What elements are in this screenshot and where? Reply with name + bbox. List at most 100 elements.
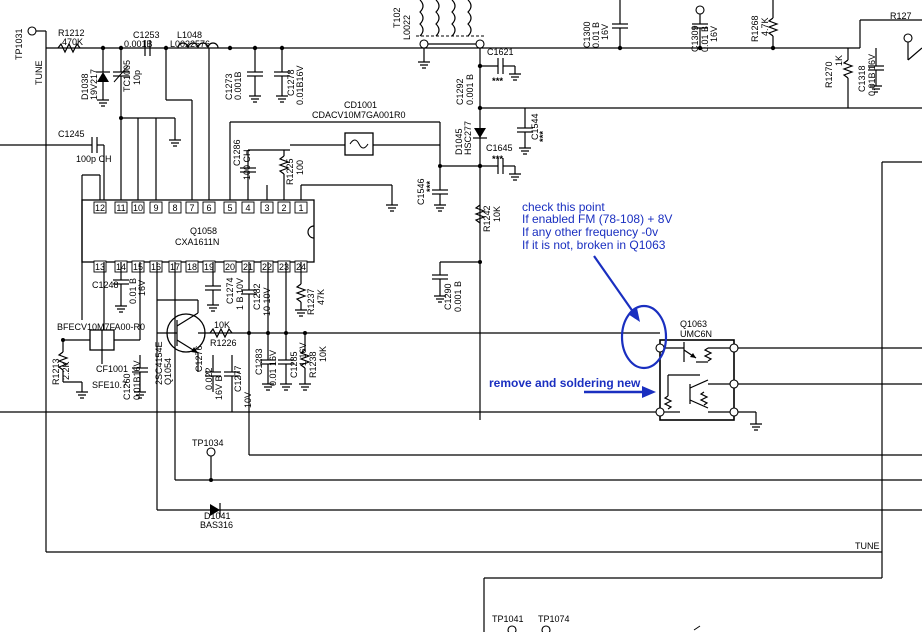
ic-pin-top-2: 2 — [281, 203, 286, 213]
tp1031-group: TP1031 TUNE — [14, 26, 46, 86]
ic-pin-top-box-6 — [202, 201, 216, 214]
svg-text:C1248: C1248 — [92, 280, 119, 290]
svg-text:TP1074: TP1074 — [538, 614, 570, 624]
ic-ref: Q1058 — [190, 226, 217, 236]
svg-text:R1226: R1226 — [210, 338, 237, 348]
svg-text:16V: 16V — [709, 26, 719, 42]
svg-text:Q1054: Q1054 — [163, 358, 173, 385]
annotation-remove: remove and soldering new — [489, 376, 656, 398]
svg-text:C1245: C1245 — [58, 129, 85, 139]
ic-pin-top-box-10 — [131, 201, 145, 214]
capacitor-c1273: C1273 0.001B — [224, 48, 263, 103]
svg-text:R1213: R1213 — [51, 358, 61, 385]
svg-text:C1621: C1621 — [487, 47, 514, 57]
svg-text:CF1001: CF1001 — [96, 364, 128, 374]
ic-pin-top-7: 7 — [189, 203, 194, 213]
svg-text:C1546: C1546 — [416, 178, 426, 205]
svg-text:R1212: R1212 — [58, 28, 85, 38]
svg-text:C1645: C1645 — [486, 143, 513, 153]
svg-text:19V217: 19V217 — [89, 69, 99, 100]
test-point-tp1034 — [206, 447, 216, 457]
svg-text:100p CH: 100p CH — [76, 154, 112, 164]
diode-d1045: D1045 HSC277 — [454, 121, 487, 155]
capacitor-c1300: C1300 0.01 B 16V — [582, 0, 628, 48]
transistor-q1054: 2SC4154E Q1054 — [154, 262, 206, 510]
capacitor-c1253: C1253 0.001B — [124, 30, 160, 56]
svg-text:CDACV10M7GA001R0: CDACV10M7GA001R0 — [312, 110, 406, 120]
ic-pin-top-box-8 — [168, 201, 182, 214]
ic-pin-top-12: 12 — [95, 203, 105, 213]
svg-text:1 B 10V: 1 B 10V — [235, 278, 245, 310]
tune-label-left: TUNE — [34, 61, 44, 86]
resistor-r1225: R1225 100 — [278, 150, 305, 200]
resistor-r1238: R1238 10K — [299, 333, 328, 391]
svg-text:0.022: 0.022 — [204, 367, 214, 390]
check-note-line3: If any other frequency -0v — [522, 225, 658, 239]
capacitor-c1274: C1274 1 B 10V — [205, 262, 245, 312]
resistor-r1226: 10K R1226 — [209, 320, 237, 348]
ic-pin-bottom-22: 22 — [262, 262, 272, 272]
ic-pin-top-box-11 — [114, 201, 128, 214]
capacitor-c1546: C1546 *** — [416, 178, 448, 212]
check-note-line2: If enabled FM (78-108) + 8V — [522, 212, 672, 226]
resistor-r1270: R1270 1K — [824, 48, 854, 108]
svg-text:SFE10.7: SFE10.7 — [92, 380, 127, 390]
svg-text:0.01 B: 0.01 B — [591, 22, 601, 48]
svg-text:T102: T102 — [392, 7, 402, 28]
ic-pin-top-box-12 — [93, 201, 107, 214]
ic-pin-bottom-box-23 — [277, 260, 291, 273]
svg-text:16V B: 16V B — [214, 375, 224, 400]
svg-text:L0022576: L0022576 — [170, 39, 210, 49]
ic-pin-top-5: 5 — [227, 203, 232, 213]
svg-text:R1270: R1270 — [824, 61, 834, 88]
ic-pin-bottom-16: 16 — [151, 262, 161, 272]
svg-text:C1283: C1283 — [254, 348, 264, 375]
svg-text:C1253: C1253 — [133, 30, 160, 40]
svg-text:0.01 16V: 0.01 16V — [268, 350, 278, 386]
svg-text:10V: 10V — [243, 392, 253, 408]
svg-text:***: *** — [538, 131, 549, 142]
svg-text:C1292: C1292 — [455, 78, 465, 105]
svg-text:***: *** — [425, 181, 436, 192]
svg-text:1K: 1K — [834, 55, 844, 66]
ic-pin-top-box-3 — [260, 201, 274, 214]
svg-text:C1274: C1274 — [225, 277, 235, 304]
svg-text:0.001B: 0.001B — [233, 71, 243, 100]
svg-text:C1276: C1276 — [194, 345, 204, 372]
capacitor-c1276: C1276 0.022 16V B — [194, 345, 224, 400]
svg-text:R127: R127 — [890, 11, 912, 21]
ic-pin-top-8: 8 — [172, 203, 177, 213]
svg-text:10p: 10p — [132, 70, 142, 85]
svg-text:0.001B: 0.001B — [124, 39, 153, 49]
svg-text:C1285: C1285 — [289, 351, 299, 378]
tp1034-group: TP1034 — [192, 438, 224, 480]
ic-pin-top-box-7 — [185, 201, 199, 214]
svg-text:R1238: R1238 — [308, 351, 318, 378]
capacitor-c1645: C1645 *** — [480, 143, 521, 181]
ic-pin-bottom-box-20 — [223, 260, 237, 273]
check-note-line4: If it is not, broken in Q1063 — [522, 238, 666, 252]
svg-text:47K: 47K — [316, 289, 326, 305]
ic-pin-top-3: 3 — [264, 203, 269, 213]
svg-text:***: *** — [492, 76, 503, 87]
svg-text:C1286: C1286 — [232, 139, 242, 166]
capacitor-c1277: C1277 10V — [224, 355, 253, 408]
ic-pin-top-4: 4 — [245, 203, 250, 213]
resistor-r1268: R1268 4.7K — [750, 0, 779, 48]
ic-pin-bottom-box-19 — [202, 260, 216, 273]
svg-text:TC1005: TC1005 — [122, 60, 132, 92]
svg-text:HSC277: HSC277 — [463, 121, 473, 155]
ic-pin-bottom-box-16 — [149, 260, 163, 273]
svg-text:TP1041: TP1041 — [492, 614, 524, 624]
ic-pin-bottom-box-22 — [260, 260, 274, 273]
ic-pin-top-6: 6 — [206, 203, 211, 213]
svg-text:***: *** — [492, 154, 503, 165]
svg-text:D1038: D1038 — [80, 73, 90, 100]
svg-text:100 CH: 100 CH — [242, 149, 252, 180]
capacitor-c1290: C1290 0.001 B — [432, 262, 463, 312]
inductor-l1048: L1048 L0022576 — [170, 30, 219, 49]
svg-text:C1309: C1309 — [690, 25, 700, 52]
transistor-array-q1063: Q1063 UMC6N — [655, 319, 922, 431]
check-arrow — [593, 255, 637, 317]
